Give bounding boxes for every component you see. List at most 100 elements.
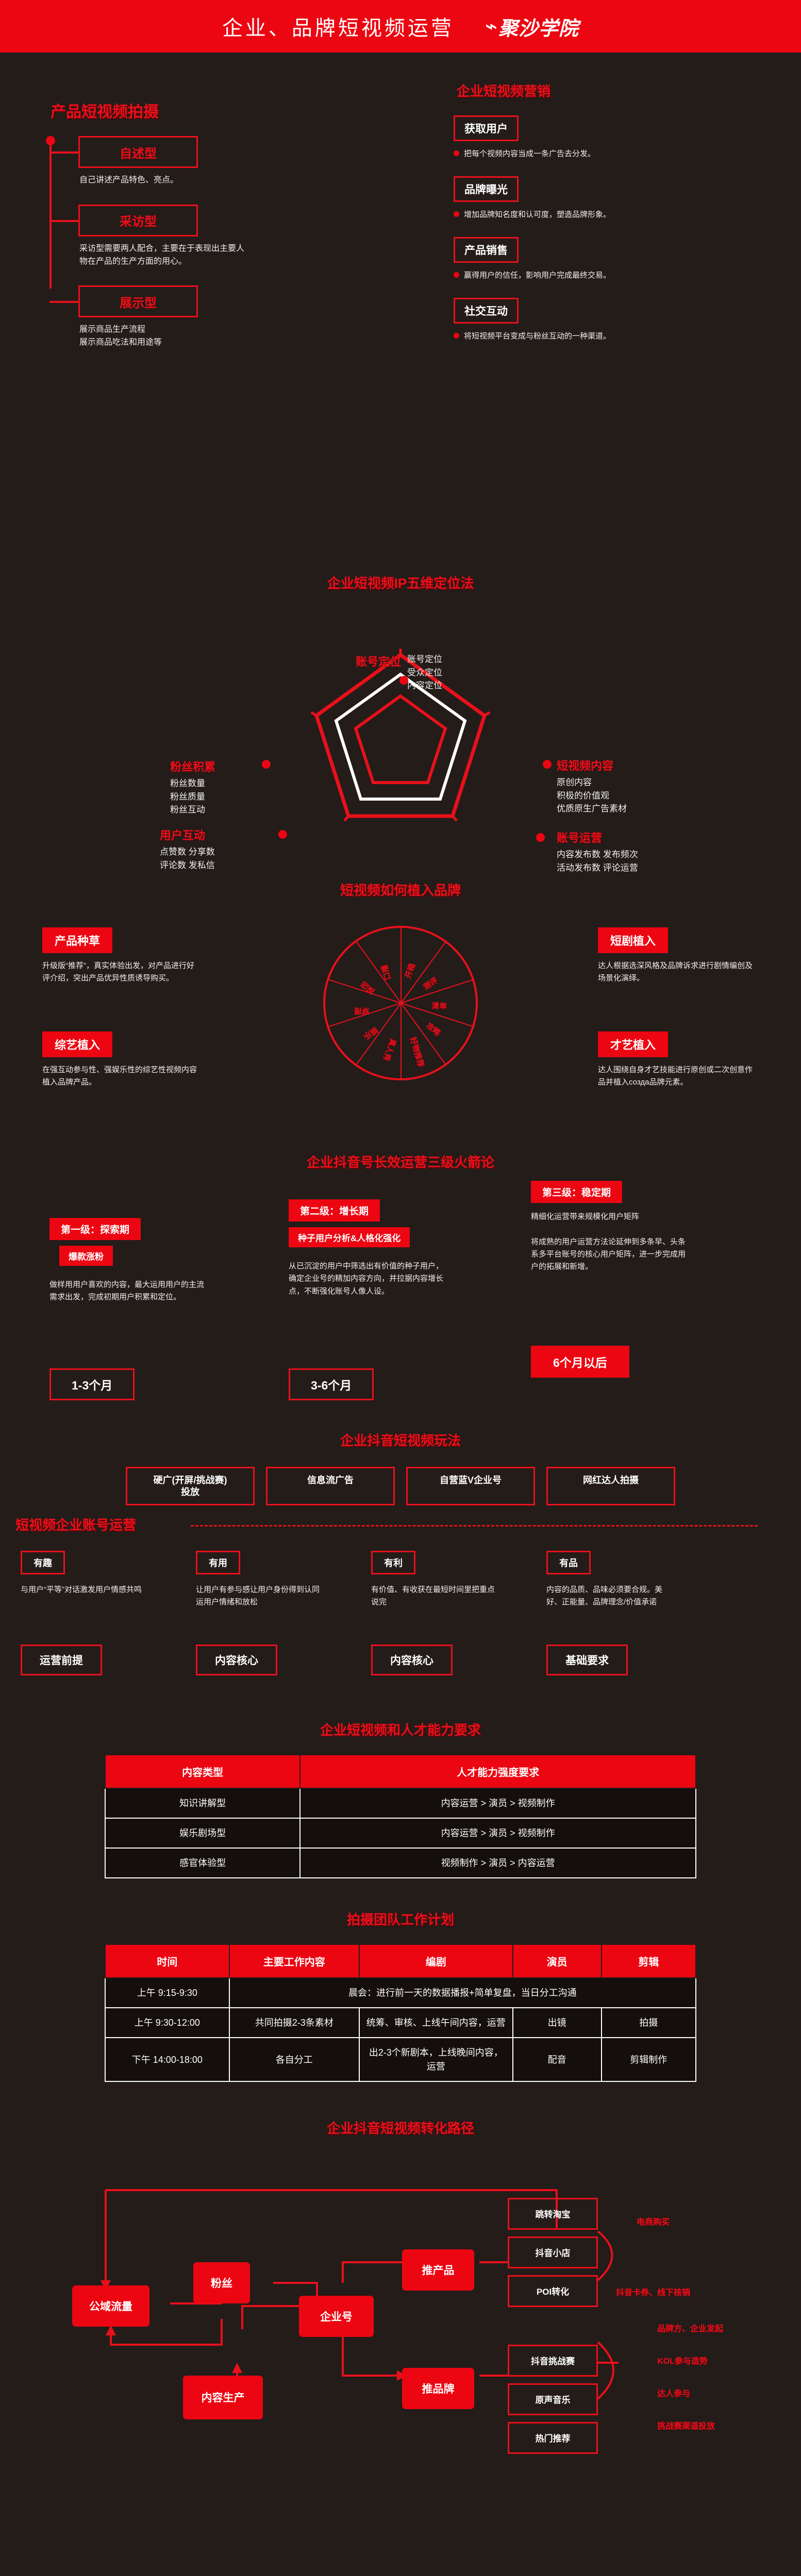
pentagon-node-item: 内容定位 bbox=[407, 681, 443, 690]
stage-head-1[interactable]: 第一级：探索期 bbox=[49, 1218, 141, 1240]
bullet-dot-icon bbox=[454, 211, 459, 217]
account-ops-text: 与用户“平等”对话激发用户情感共鸣 bbox=[21, 1585, 142, 1594]
table-header-row: 时间 主要工作内容 编剧 演员 剪辑 bbox=[105, 1944, 697, 1979]
branch-connector bbox=[49, 219, 78, 222]
brand-embed-tag[interactable]: 综艺植入 bbox=[42, 1031, 113, 1057]
marketing-desc-row: 增加品牌知名度和认可度，塑造品牌形象。 bbox=[454, 209, 773, 219]
table-cell: 感官体验型 bbox=[104, 1848, 301, 1879]
wheel-spoke bbox=[400, 1003, 402, 1080]
brand-embed-card-short-drama: 短剧植入 达人根据选深风格及品牌诉求进行剧情编创及场景化演绎。 bbox=[598, 927, 753, 985]
marketing-label[interactable]: 品牌曝光 bbox=[454, 176, 519, 202]
conversion-channel-hot[interactable]: 热门推荐 bbox=[508, 2421, 598, 2454]
account-ops-foot-2[interactable]: 内容核心 bbox=[371, 1645, 453, 1675]
play-method-box[interactable]: 网红达人拍摄 bbox=[546, 1467, 675, 1505]
brand-embed-tag[interactable]: 短剧植入 bbox=[598, 927, 669, 953]
marketing-item-1: 品牌曝光 增加品牌知名度和认可度，塑造品牌形象。 bbox=[454, 176, 773, 219]
brand-embed-title: 短视频如何植入品牌 bbox=[340, 883, 461, 898]
stage-body-2: 从已沉淀的用户中筛选出有价值的种子用户，确定企业号的精加内容方向，并拉据内容增长… bbox=[289, 1262, 444, 1296]
pentagon-node-item: 粉丝数量 bbox=[170, 778, 205, 788]
stage-head-3[interactable]: 第三级：稳定期 bbox=[531, 1181, 623, 1203]
wheel-spoke bbox=[400, 926, 402, 1003]
brand-embed-desc: 在强互动参与性、强娱乐性的综艺性视频内容植入品牌产品。 bbox=[42, 1065, 197, 1087]
conversion-node-promote-brand[interactable]: 推品牌 bbox=[402, 2367, 474, 2409]
account-ops-col-1: 有用 让用户有参与感让用户身份得到认同运用户情绪和放松 bbox=[196, 1551, 345, 1608]
section-account-operation: 短视频企业账号运营 有趣 与用户“平等”对话激发用户情感共鸣 有用 让用户有参与… bbox=[0, 1511, 801, 1717]
play-method-box[interactable]: 自营蓝V企业号 bbox=[406, 1467, 535, 1505]
table-cell: 下午 14:00-18:00 bbox=[105, 2037, 230, 2082]
conversion-node-enterprise-account[interactable]: 企业号 bbox=[299, 2295, 374, 2337]
tree-node-dot-icon bbox=[46, 136, 55, 145]
conversion-note-talent: 达人参与 bbox=[657, 2389, 691, 2398]
section-team-plan: 拍摄团队工作计划 时间 主要工作内容 编剧 演员 剪辑 上午 9:15-9:30… bbox=[0, 1906, 801, 2102]
conversion-channel-taobao[interactable]: 跳转淘宝 bbox=[508, 2197, 598, 2230]
account-ops-badge[interactable]: 有品 bbox=[546, 1551, 591, 1574]
shooting-type-label[interactable]: 采访型 bbox=[78, 204, 198, 236]
pentagon-node-fan-accumulation: 粉丝积累 粉丝数量 粉丝质量 粉丝互动 bbox=[170, 758, 215, 817]
stage-body-1: 做样用用户喜欢的内容，最大运用用户的主流需求出发，完成初期用户积累和定位。 bbox=[49, 1280, 205, 1302]
account-ops-badge[interactable]: 有趣 bbox=[21, 1551, 65, 1574]
conversion-node-content-production[interactable]: 内容生产 bbox=[183, 2375, 263, 2419]
section-conversion-path: 企业抖音短视频转化路径 bbox=[0, 2103, 801, 2484]
marketing-label[interactable]: 社交互动 bbox=[454, 298, 519, 324]
table-row: 娱乐剧场型 内容运营 > 演员 > 视频制作 bbox=[104, 1818, 696, 1849]
table-row: 感官体验型 视频制作 > 演员 > 内容运营 bbox=[104, 1848, 696, 1879]
conversion-channel-poi[interactable]: POI转化 bbox=[508, 2275, 598, 2307]
pentagon-shape-icon bbox=[310, 649, 491, 824]
account-ops-foot-3[interactable]: 基础要求 bbox=[546, 1645, 628, 1675]
account-ops-foot-1[interactable]: 内容核心 bbox=[196, 1645, 277, 1675]
account-ops-foot-0[interactable]: 运营前提 bbox=[21, 1645, 102, 1675]
table-header-cell: 编剧 bbox=[358, 1944, 513, 1979]
stage-sub-2[interactable]: 种子用户分析&人格化强化 bbox=[289, 1227, 410, 1247]
conversion-node-promote-product[interactable]: 推产品 bbox=[402, 2249, 474, 2291]
pentagon-node-item: 原创内容 bbox=[557, 777, 592, 787]
account-ops-badge[interactable]: 有用 bbox=[196, 1551, 240, 1574]
pentagon-node-item: 粉丝互动 bbox=[170, 805, 205, 815]
table-cell: 视频制作 > 演员 > 内容运营 bbox=[299, 1848, 696, 1879]
conversion-note-channel: 挑战赛渠道投放 bbox=[657, 2421, 715, 2431]
play-method-box[interactable]: 硬广(开屏/挑战赛) 投放 bbox=[126, 1467, 255, 1505]
marketing-block: 企业短视频营销 获取用户 把每个视频内容当成一条广告去分发。 品牌曝光 增加品牌… bbox=[454, 81, 773, 359]
table-cell: 晨会：进行前一天的数据播报+简单复盘，当日分工沟通 bbox=[228, 1977, 697, 2009]
page-title: 企业、品牌短视频运营 bbox=[222, 17, 454, 40]
account-ops-title: 短视频企业账号运营 bbox=[15, 1517, 137, 1533]
pentagon-node-item: 受众定位 bbox=[407, 667, 443, 677]
table-header-cell: 演员 bbox=[512, 1944, 602, 1979]
conversion-node-public-traffic[interactable]: 公域流量 bbox=[72, 2285, 149, 2327]
conversion-channel-challenge[interactable]: 抖音挑战赛 bbox=[508, 2344, 598, 2377]
conversion-channel-music[interactable]: 原声音乐 bbox=[508, 2383, 598, 2415]
conversion-channel-douyin-shop[interactable]: 抖音小店 bbox=[508, 2236, 598, 2268]
stage-result-1: 1-3个月 bbox=[49, 1368, 135, 1400]
marketing-label[interactable]: 产品销售 bbox=[454, 237, 519, 263]
bullet-dot-icon bbox=[454, 150, 459, 156]
pentagon-node-title: 短视频内容 bbox=[557, 759, 614, 772]
brand-embed-tag[interactable]: 产品种草 bbox=[42, 927, 113, 953]
marketing-desc-row: 将短视频平台变成与粉丝互动的一种渠道。 bbox=[454, 330, 773, 341]
table-header-cell: 时间 bbox=[105, 1944, 230, 1979]
brand-embed-desc: 升级版“推荐”，真实体验出发，对产品进行好评介绍，突出产品优异性质诱导购买。 bbox=[42, 961, 194, 982]
marketing-label[interactable]: 获取用户 bbox=[454, 115, 519, 141]
pentagon-node-account-positioning: 账号定位 账号定位 受众定位 内容定位 bbox=[356, 653, 442, 692]
account-ops-col-0: 有趣 与用户“平等”对话激发用户情感共鸣 bbox=[21, 1551, 170, 1596]
stage-head-2[interactable]: 第二级：增长期 bbox=[289, 1199, 380, 1222]
table-cell: 出2-3个新剧本，上线晚间内容，运营 bbox=[358, 2037, 513, 2082]
product-shooting-title: 产品短视频拍摄 bbox=[51, 104, 159, 121]
conversion-note-ecommerce: 电商购买 bbox=[637, 2217, 670, 2227]
brand-logo: ⌁ 聚沙学院 bbox=[485, 12, 579, 41]
pentagon-vertex-dot-icon bbox=[278, 830, 287, 839]
shooting-type-label[interactable]: 展示型 bbox=[78, 285, 198, 318]
branch-connector bbox=[49, 151, 78, 154]
conversion-node-fans[interactable]: 粉丝 bbox=[193, 2262, 250, 2303]
page-header: 企业、品牌短视频运营 ⌁ 聚沙学院 bbox=[0, 0, 801, 53]
pentagon-vertex-dot-icon bbox=[543, 760, 552, 769]
section-shooting-and-marketing: 产品短视频拍摄 自述型 自己讲述产品特色、亮点。 采访型 采访型需要两人配合，主… bbox=[0, 53, 801, 568]
shooting-type-label[interactable]: 自述型 bbox=[78, 136, 198, 168]
pentagon-node-item: 优质原生广告素材 bbox=[557, 804, 627, 814]
play-method-box[interactable]: 信息流广告 bbox=[266, 1467, 395, 1505]
tree-trunk bbox=[49, 143, 52, 289]
pentagon-diagram: 账号定位 账号定位 受众定位 内容定位 粉丝积累 粉丝数量 粉丝质量 粉丝互动 … bbox=[0, 592, 801, 873]
account-ops-badge[interactable]: 有利 bbox=[371, 1551, 415, 1574]
pentagon-node-user-interaction: 用户互动 点赞数 分享数 评论数 发私信 bbox=[160, 826, 215, 872]
stage-sub-1[interactable]: 爆款涨粉 bbox=[59, 1246, 113, 1266]
brand-embed-tag[interactable]: 才艺植入 bbox=[598, 1031, 669, 1057]
divider-dashed bbox=[191, 1525, 758, 1527]
